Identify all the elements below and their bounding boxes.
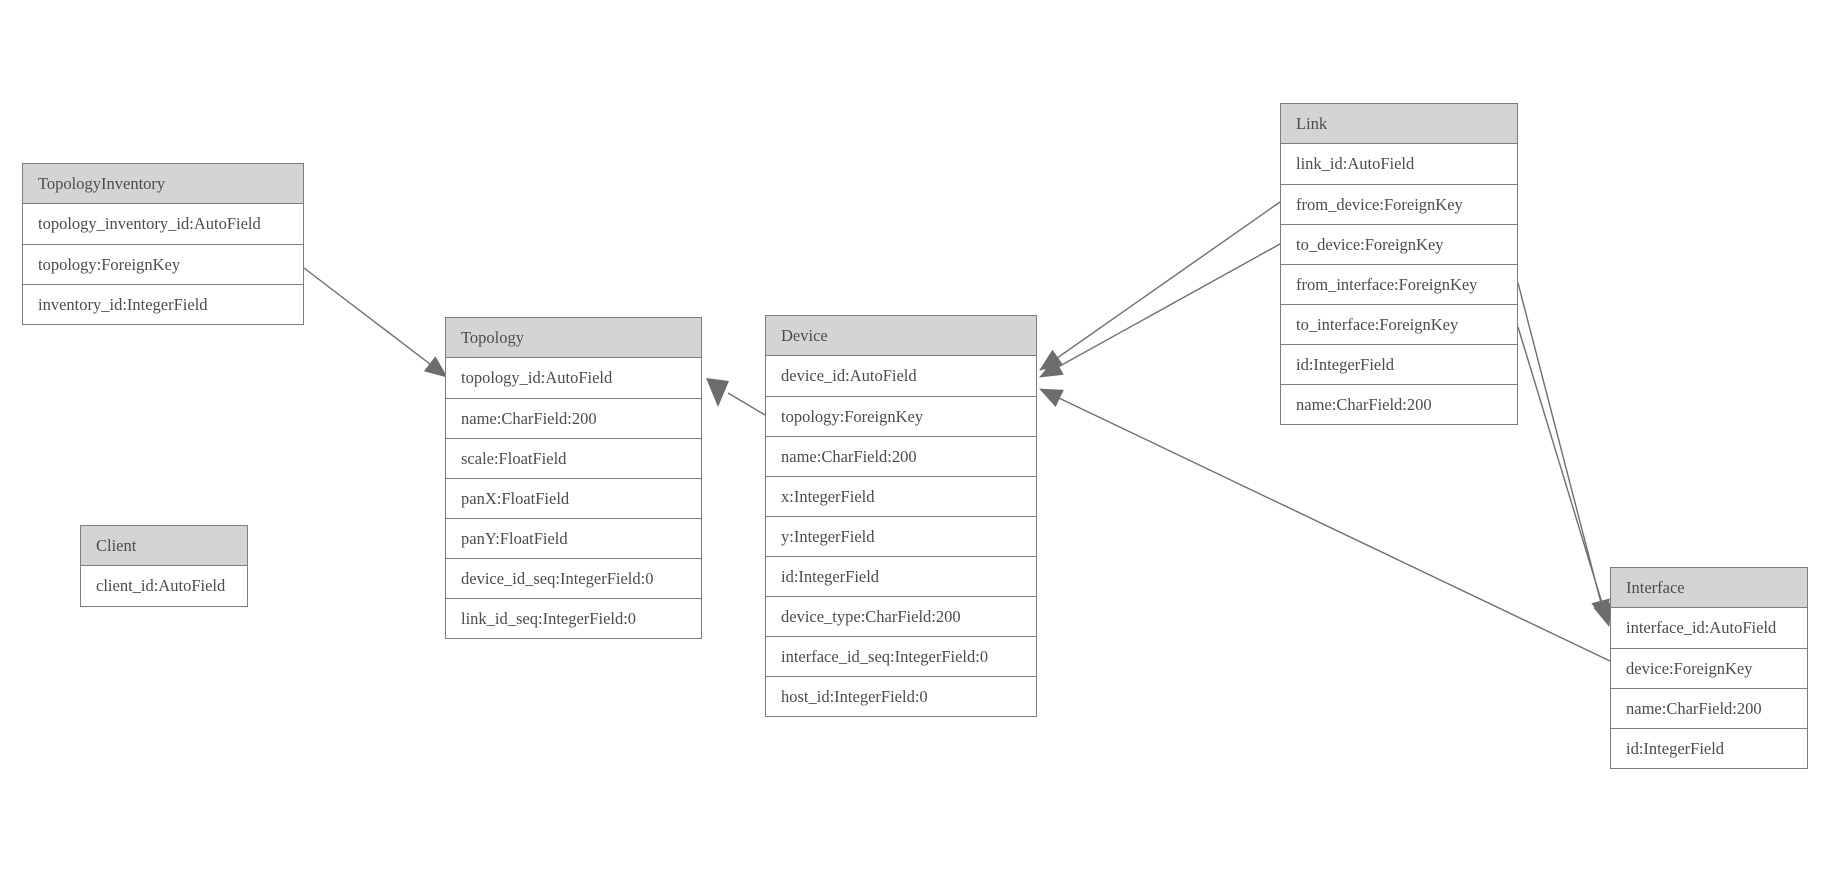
entity-field: panX:FloatField	[446, 478, 701, 518]
entity-field: topology_inventory_id:AutoField	[23, 204, 303, 244]
edge-link-from-device	[1039, 201, 1281, 371]
edge-link-from-interface	[1517, 282, 1610, 623]
entity-field: id:IntegerField	[1281, 344, 1517, 384]
entity-field: host_id:IntegerField:0	[766, 676, 1036, 716]
entity-field: link_id:AutoField	[1281, 144, 1517, 184]
entity-field: panY:FloatField	[446, 518, 701, 558]
entity-field: topology_id:AutoField	[446, 358, 701, 398]
entity-field: device_id_seq:IntegerField:0	[446, 558, 701, 598]
entity-title-client: Client	[81, 526, 247, 566]
entity-title-topology: Topology	[446, 318, 701, 358]
edge-topologyinventory-topology	[303, 267, 448, 378]
entity-field: inventory_id:IntegerField	[23, 284, 303, 324]
edge-link-to-device	[1039, 243, 1281, 378]
entity-field: device:ForeignKey	[1611, 648, 1807, 688]
entity-field: to_device:ForeignKey	[1281, 224, 1517, 264]
entity-field: from_device:ForeignKey	[1281, 184, 1517, 224]
entity-field: device_id:AutoField	[766, 356, 1036, 396]
entity-title-device: Device	[766, 316, 1036, 356]
entity-field: to_interface:ForeignKey	[1281, 304, 1517, 344]
entity-field: name:CharField:200	[1611, 688, 1807, 728]
entity-field: client_id:AutoField	[81, 566, 247, 606]
entity-field: id:IntegerField	[1611, 728, 1807, 768]
entity-field: interface_id:AutoField	[1611, 608, 1807, 648]
entity-field: id:IntegerField	[766, 556, 1036, 596]
entity-title-topology-inventory: TopologyInventory	[23, 164, 303, 204]
entity-field: scale:FloatField	[446, 438, 701, 478]
entity-field: link_id_seq:IntegerField:0	[446, 598, 701, 638]
entity-field: x:IntegerField	[766, 476, 1036, 516]
entity-field: name:CharField:200	[446, 398, 701, 438]
entity-field: interface_id_seq:IntegerField:0	[766, 636, 1036, 676]
entity-title-link: Link	[1281, 104, 1517, 144]
device-topology-arrowhead	[706, 378, 729, 407]
edge-link-to-interface	[1517, 326, 1612, 627]
entity-field: from_interface:ForeignKey	[1281, 264, 1517, 304]
entity-field: y:IntegerField	[766, 516, 1036, 556]
edge-interface-device	[1039, 388, 1611, 662]
entity-title-interface: Interface	[1611, 568, 1807, 608]
entity-field: topology:ForeignKey	[766, 396, 1036, 436]
entity-field: topology:ForeignKey	[23, 244, 303, 284]
entity-field: device_type:CharField:200	[766, 596, 1036, 636]
entity-field: name:CharField:200	[766, 436, 1036, 476]
entity-field: name:CharField:200	[1281, 384, 1517, 424]
edge-device-topology	[727, 392, 766, 416]
